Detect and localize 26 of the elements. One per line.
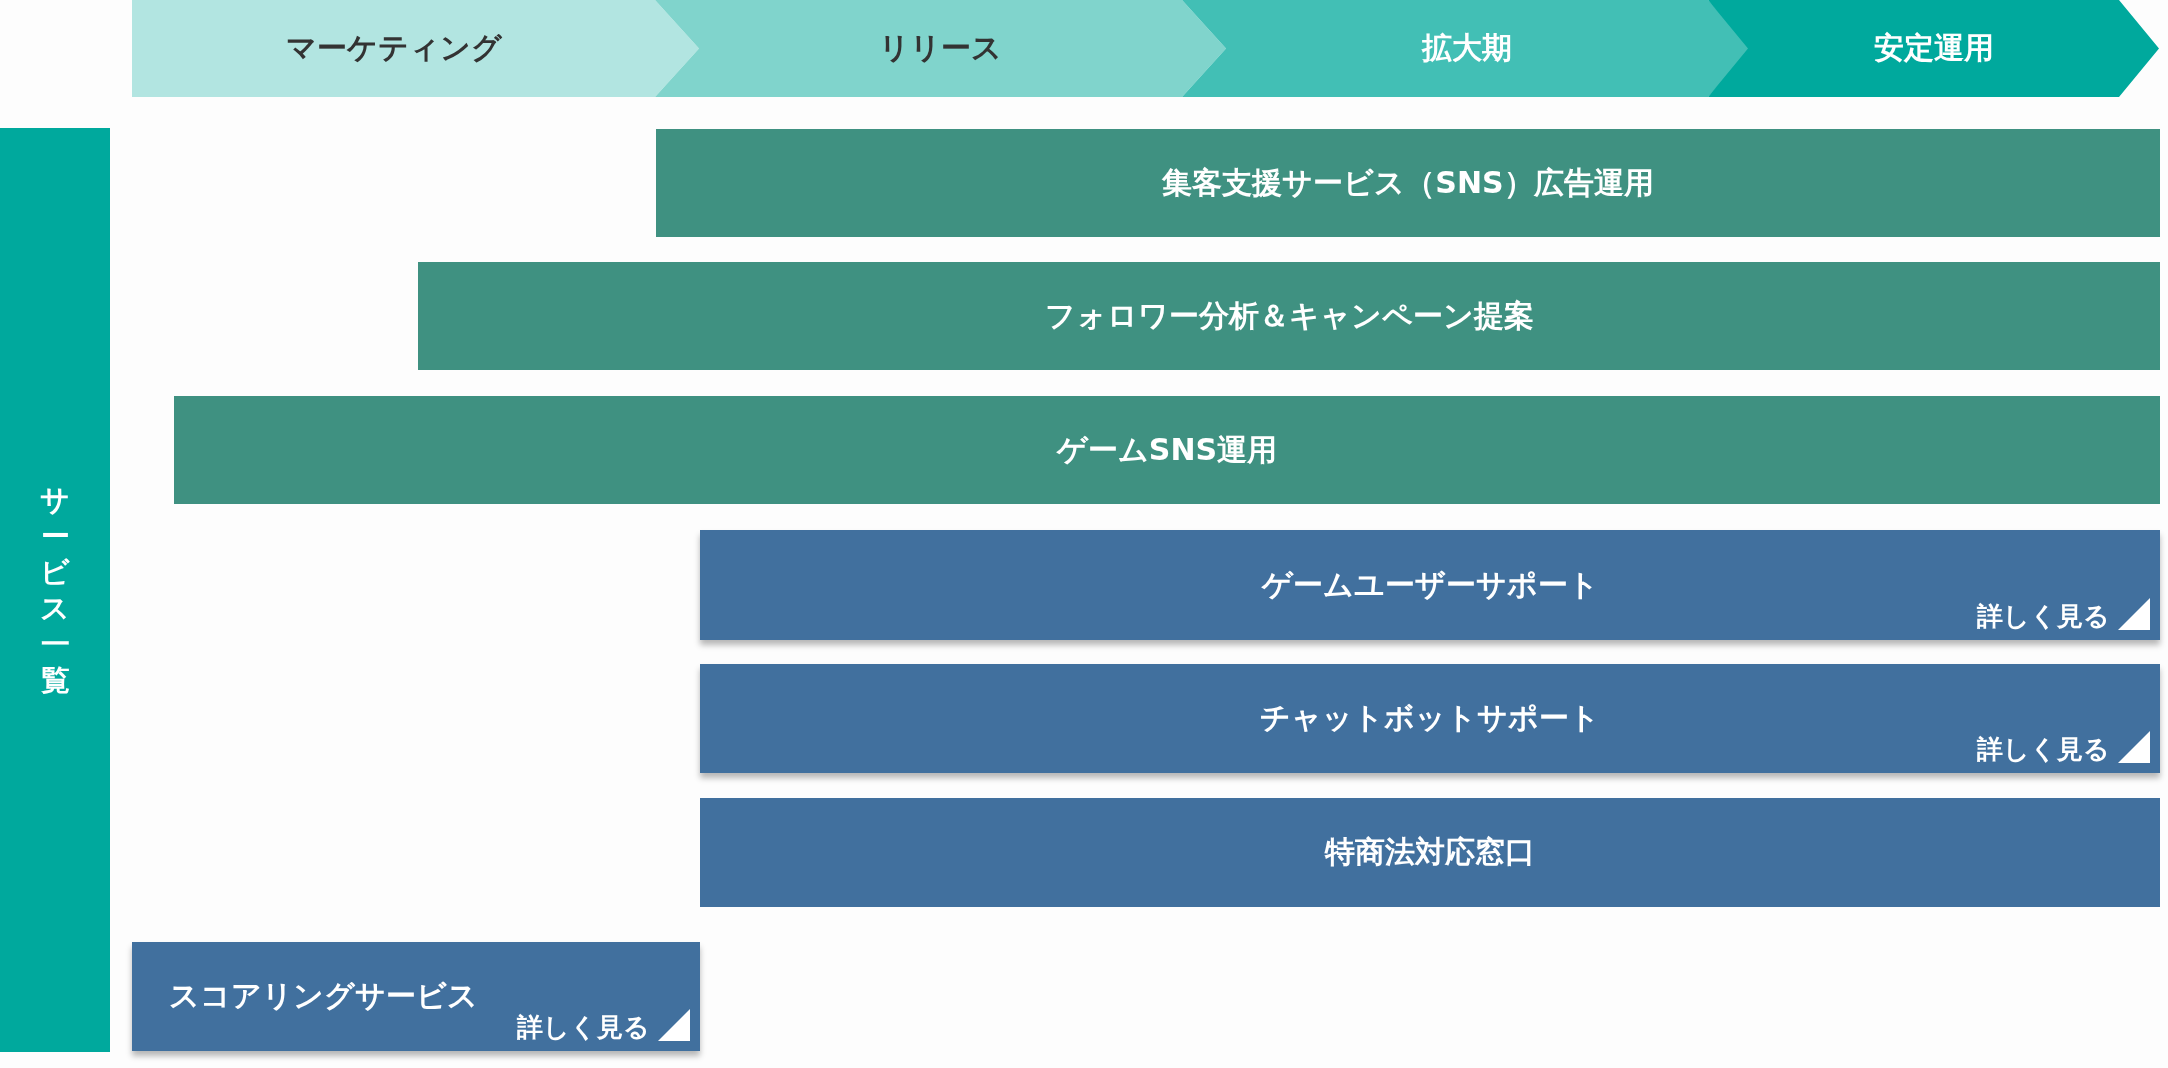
service-bar <box>700 530 2160 640</box>
service-bar <box>656 129 2160 237</box>
phase-label: 拡大期 <box>1422 29 1512 67</box>
service-title: フォロワー分析＆キャンペーン提案 <box>1044 296 1534 335</box>
phase-label: 安定運用 <box>1873 29 1994 67</box>
service-bar <box>132 942 700 1051</box>
phase-banner <box>655 0 1226 97</box>
service-bar <box>174 396 2160 504</box>
more-link: 詳しく見る <box>517 1011 650 1043</box>
service-bar <box>700 798 2160 907</box>
phase-banner <box>1708 0 2159 97</box>
phase-banner <box>132 0 699 97</box>
service-bar <box>418 262 2160 370</box>
service-title: ゲームユーザーサポート <box>1261 565 1599 604</box>
phase-label: マーケティング <box>285 29 502 67</box>
more-link: 詳しく見る <box>1977 733 2110 765</box>
service-title: ゲームSNS運用 <box>1056 430 1278 469</box>
service-title: チャットボットサポート <box>1260 699 1600 737</box>
service-title: スコアリングサービス <box>169 977 478 1015</box>
service-bar <box>700 664 2160 773</box>
more-link: 詳しく見る <box>1977 600 2110 632</box>
service-title: 特商法対応窓口 <box>1325 833 1535 871</box>
category-label: サービス一覧 <box>39 482 71 698</box>
category-band <box>0 128 110 1052</box>
service-title: 集客支援サービス（SNS）広告運用 <box>1162 163 1654 202</box>
phase-label: リリース <box>879 29 1002 67</box>
